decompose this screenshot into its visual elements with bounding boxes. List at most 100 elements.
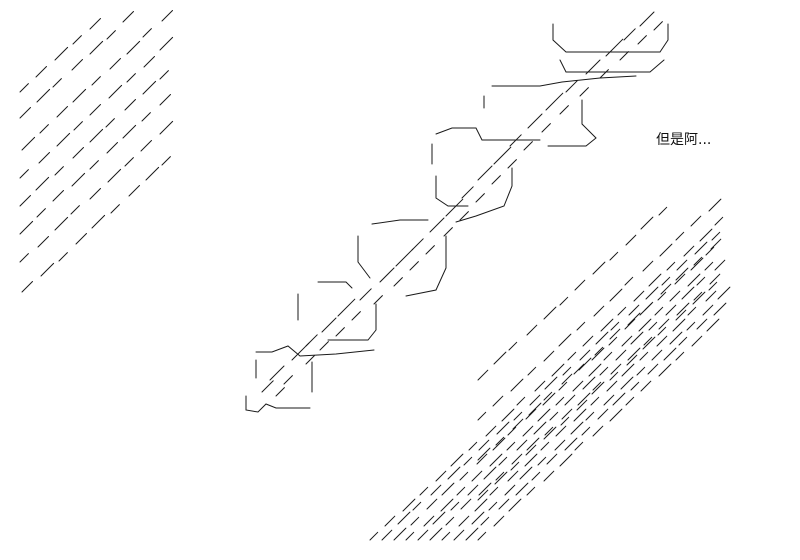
hatch-stroke <box>542 392 556 406</box>
hatch-stroke <box>565 80 578 93</box>
hatch-stroke <box>471 511 485 525</box>
hatch-stroke <box>450 453 464 467</box>
figure-top-block <box>552 23 669 53</box>
hatch-stroke <box>425 245 435 255</box>
hatch-stroke <box>545 92 564 111</box>
hatch-stroke <box>639 351 649 361</box>
hatch-stroke <box>458 515 470 527</box>
hatch-stroke <box>713 302 727 316</box>
hatch-stroke <box>567 351 577 361</box>
hatch-stroke <box>435 470 447 482</box>
hatch-stroke <box>573 408 587 422</box>
hatch-stroke <box>529 394 541 406</box>
hatch-stroke <box>430 484 442 496</box>
hatch-stroke <box>626 354 638 366</box>
hatch-stroke <box>630 331 644 345</box>
hatch-stroke <box>625 396 635 406</box>
hatch-stroke <box>591 347 605 361</box>
hatch-stroke <box>493 146 512 165</box>
hatch-stroke <box>283 375 293 385</box>
hatch-stroke <box>714 259 726 271</box>
hatch-stroke <box>512 418 524 430</box>
hatch-stroke <box>440 498 454 512</box>
hatch-stroke <box>658 206 668 216</box>
hatch-stroke <box>704 261 714 271</box>
hatch-stroke <box>651 349 663 361</box>
hatch-stroke <box>492 437 506 451</box>
hatch-stroke <box>593 305 605 317</box>
hatch-stroke <box>702 304 714 316</box>
hatch-stroke <box>615 349 627 361</box>
hatch-stroke <box>533 421 547 435</box>
hatch-stroke <box>477 489 489 501</box>
hatch-stroke <box>572 380 584 392</box>
hatch-stroke <box>690 215 702 227</box>
hatch-stroke <box>690 257 704 271</box>
hatch-stroke <box>515 482 529 496</box>
hatch-stroke <box>693 291 703 301</box>
hatch-stroke <box>559 453 573 467</box>
hatch-stroke <box>609 251 619 261</box>
hatch-stroke <box>620 376 634 390</box>
hatch-stroke <box>410 516 420 526</box>
hatch-stroke <box>510 461 520 471</box>
figure-lower-left <box>357 235 371 279</box>
hatch-stroke <box>474 498 488 512</box>
hatch-stroke <box>544 376 558 390</box>
hatch-stroke <box>687 273 701 287</box>
hatch-stroke <box>494 471 508 485</box>
hatch-stroke <box>478 439 490 451</box>
hatch-stroke <box>513 411 523 421</box>
hatch-stroke <box>694 241 708 255</box>
hatch-stroke <box>561 373 573 385</box>
hatch-stroke <box>592 425 604 437</box>
hatch-stroke <box>675 267 689 281</box>
hatch-stroke <box>510 378 524 392</box>
hatch-stroke <box>543 306 557 320</box>
hatch-stroke <box>581 426 591 436</box>
hatch-stroke <box>531 471 541 481</box>
hatch-stroke <box>663 347 677 361</box>
hatch-stroke <box>506 441 516 451</box>
hatch-stroke <box>627 312 641 326</box>
hatch-stroke <box>91 76 101 86</box>
hatch-stroke <box>672 318 686 332</box>
hatch-stroke <box>683 245 695 257</box>
hatch-stroke <box>107 168 122 183</box>
hatch-stroke <box>477 369 489 381</box>
hatch-stroke <box>488 501 498 511</box>
diagonal-hatch-bottom-right <box>369 198 731 541</box>
hatch-stroke <box>526 437 540 451</box>
hatch-stroke <box>653 21 663 31</box>
hatch-stroke <box>564 394 576 406</box>
hatch-stroke <box>543 350 555 362</box>
hatch-stroke <box>54 166 64 176</box>
hatch-stroke <box>675 351 685 361</box>
hatch-stroke <box>456 486 466 496</box>
hatch-stroke <box>36 88 51 103</box>
hatch-stroke <box>699 228 713 242</box>
hatch-stroke <box>443 227 453 237</box>
hatch-stroke <box>692 291 706 305</box>
hatch-stroke <box>619 51 629 61</box>
hatch-stroke <box>36 208 46 218</box>
hatch-stroke <box>429 527 443 541</box>
hatch-stroke <box>558 333 572 347</box>
hatch-stroke <box>52 190 64 202</box>
hatch-stroke <box>496 421 510 435</box>
hatch-stroke <box>159 70 169 80</box>
hatch-stroke <box>658 318 670 330</box>
hatch-stroke <box>489 486 499 496</box>
hatch-stroke <box>485 425 497 437</box>
hatch-stroke <box>559 296 569 306</box>
hatch-stroke <box>540 441 550 451</box>
hatch-stroke <box>590 396 600 406</box>
hatch-stroke <box>89 40 104 55</box>
hatch-stroke <box>412 501 422 511</box>
hatch-stroke <box>381 529 393 541</box>
hatch-stroke <box>511 453 523 465</box>
hatch-stroke <box>275 387 285 397</box>
speech-caption: 但是阿... <box>656 132 712 148</box>
hatch-stroke <box>642 336 656 350</box>
hatch-stroke <box>21 281 33 293</box>
